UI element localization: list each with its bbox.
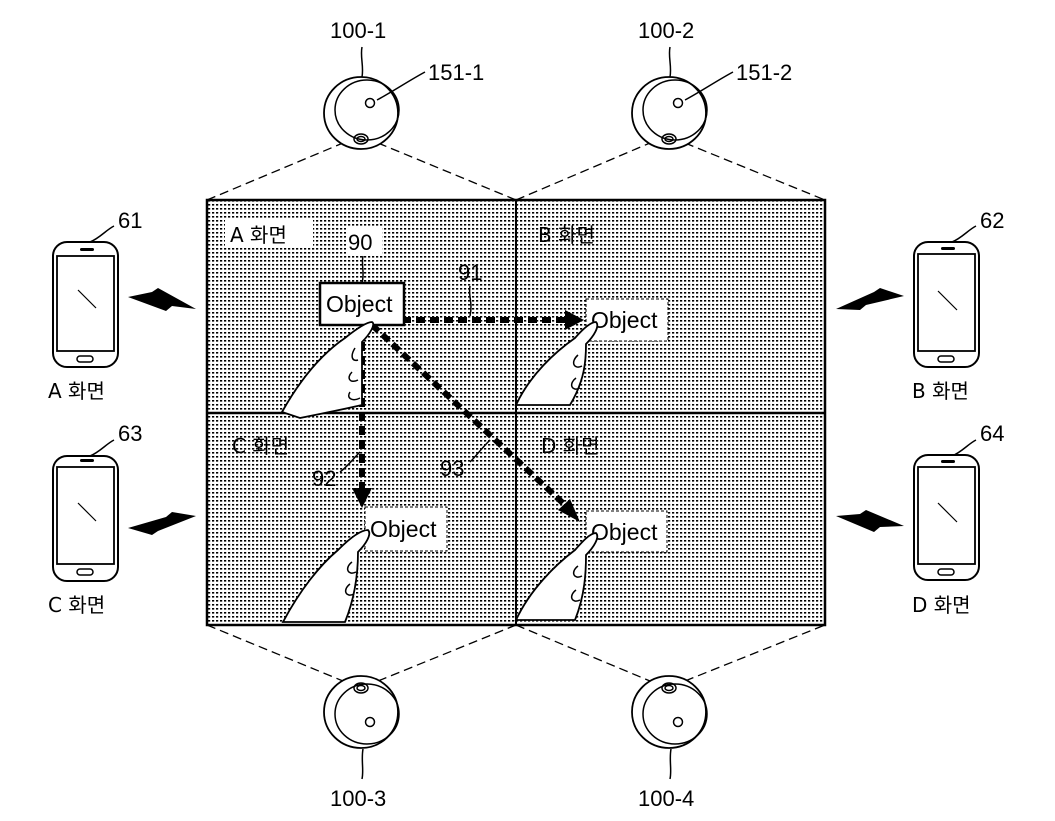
screen-b: B 화면 [538,223,595,247]
smartphone-icon [52,241,119,368]
svg-text:100-1: 100-1 [330,18,386,43]
device-63: 63 C 화면 [48,421,196,617]
svg-text:64: 64 [980,421,1004,446]
object-d-text: Object [591,519,658,545]
drag-arrows [352,310,584,522]
projection-lines [206,142,826,682]
screen-c-label: C 화면 [232,434,289,458]
svg-text:90: 90 [348,230,372,255]
svg-text:100-2: 100-2 [638,18,694,43]
arrow-to-c-head [352,488,372,508]
svg-text:A 화면: A 화면 [48,379,105,403]
arrow-to-d-head [558,499,580,522]
screen-a: A 화면 [225,218,313,248]
screen-d-label: D 화면 [541,434,600,458]
svg-text:93: 93 [440,456,464,481]
device-62: 62 B 화면 [836,208,1004,403]
ref-91: 91 [458,260,482,317]
svg-text:63: 63 [118,421,142,446]
object-c-text: Object [370,516,437,542]
svg-text:151-2: 151-2 [736,60,792,85]
ref-93: 93 [440,439,491,481]
ref-92: 92 [312,451,361,491]
screen-c: C 화면 [232,434,289,458]
arrow-to-b-head [565,310,584,330]
hand-icon [280,321,375,419]
object-source-text: Object [326,291,393,317]
svg-text:62: 62 [980,208,1004,233]
object-b[interactable]: Object [585,298,669,342]
smartphone-icon [913,454,980,581]
screen-a-label: A 화면 [230,223,287,247]
svg-text:D 화면: D 화면 [912,593,971,617]
projector-100-3: 100-3 [323,675,400,811]
wireless-signal-icon [128,512,196,535]
smartphone-icon [913,241,980,368]
svg-text:151-1: 151-1 [428,60,484,85]
projector-100-1: 100-1 151-1 [323,18,484,150]
hand-icon [281,529,371,623]
svg-text:92: 92 [312,466,336,491]
smartphone-icon [52,455,119,582]
object-d[interactable]: Object [585,510,668,553]
hand-icon [514,532,599,621]
ref-90: 90 [346,228,382,284]
svg-text:C 화면: C 화면 [48,593,105,617]
arrow-to-d [369,322,568,508]
projector-100-4: 100-4 [631,675,708,811]
device-61: 61 A 화면 [48,208,196,403]
svg-text:100-4: 100-4 [638,786,694,811]
wireless-signal-icon [128,288,196,311]
projector-100-2: 100-2 151-2 [631,18,792,150]
wireless-signal-icon [836,288,904,310]
svg-text:91: 91 [458,260,482,285]
object-c[interactable]: Object [364,506,448,552]
object-source[interactable]: Object [318,281,406,327]
hand-icon [514,321,599,406]
object-b-text: Object [591,307,658,333]
screen-b-label: B 화면 [538,223,595,247]
screen-d: D 화면 [541,434,600,458]
svg-text:100-3: 100-3 [330,786,386,811]
svg-text:61: 61 [118,208,142,233]
svg-text:B 화면: B 화면 [912,379,969,403]
wireless-signal-icon [836,510,904,532]
device-64: 64 D 화면 [836,421,1004,617]
